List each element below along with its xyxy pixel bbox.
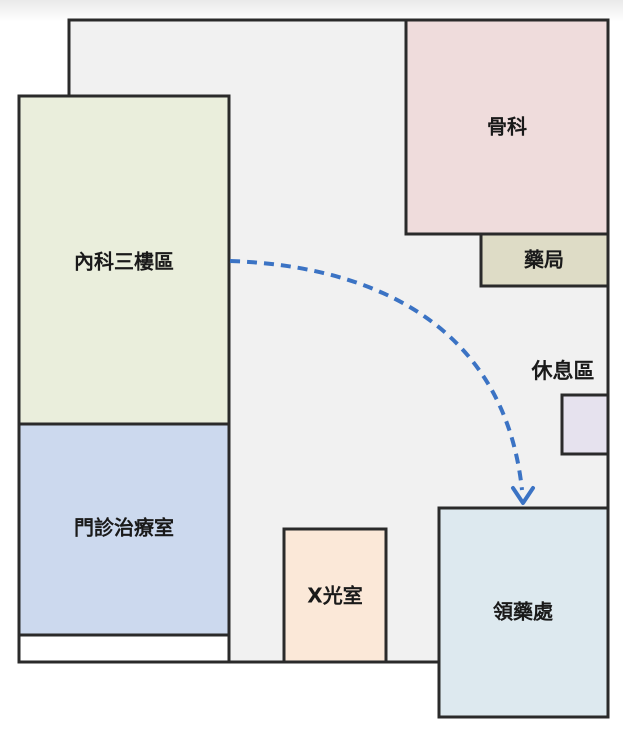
room-orthopedics[interactable]: 骨科 <box>404 18 610 236</box>
room-internal-medicine-shape <box>17 94 231 426</box>
room-xray-label: X光室 <box>307 584 362 608</box>
room-rest-area-shape <box>560 393 610 456</box>
room-pharmacy-label: 藥局 <box>523 248 564 272</box>
room-orthopedics-shape <box>404 18 610 236</box>
room-orthopedics-label: 骨科 <box>487 115 527 139</box>
room-rest-area[interactable] <box>560 393 610 456</box>
room-medicine-pickup-shape <box>437 506 610 719</box>
room-medicine-pickup[interactable]: 領藥處 <box>437 506 610 719</box>
room-pharmacy-shape <box>479 232 610 288</box>
room-rest-area-label: 休息區 <box>531 359 595 383</box>
blank-strip <box>17 633 231 664</box>
room-xray[interactable]: X光室 <box>282 527 388 664</box>
room-internal-medicine-label: 內科三樓區 <box>74 250 174 274</box>
room-medicine-pickup-label: 領藥處 <box>493 600 553 624</box>
room-outpatient-treatment-label: 門診治療室 <box>74 516 174 540</box>
route-arrowhead <box>511 486 535 505</box>
room-internal-medicine[interactable]: 內科三樓區 <box>17 94 231 426</box>
room-outpatient-treatment[interactable]: 門診治療室 <box>17 422 231 637</box>
top-shadow <box>0 0 623 22</box>
room-pharmacy[interactable]: 藥局 <box>479 232 610 288</box>
room-xray-shape <box>282 527 388 664</box>
route-path <box>229 259 524 491</box>
